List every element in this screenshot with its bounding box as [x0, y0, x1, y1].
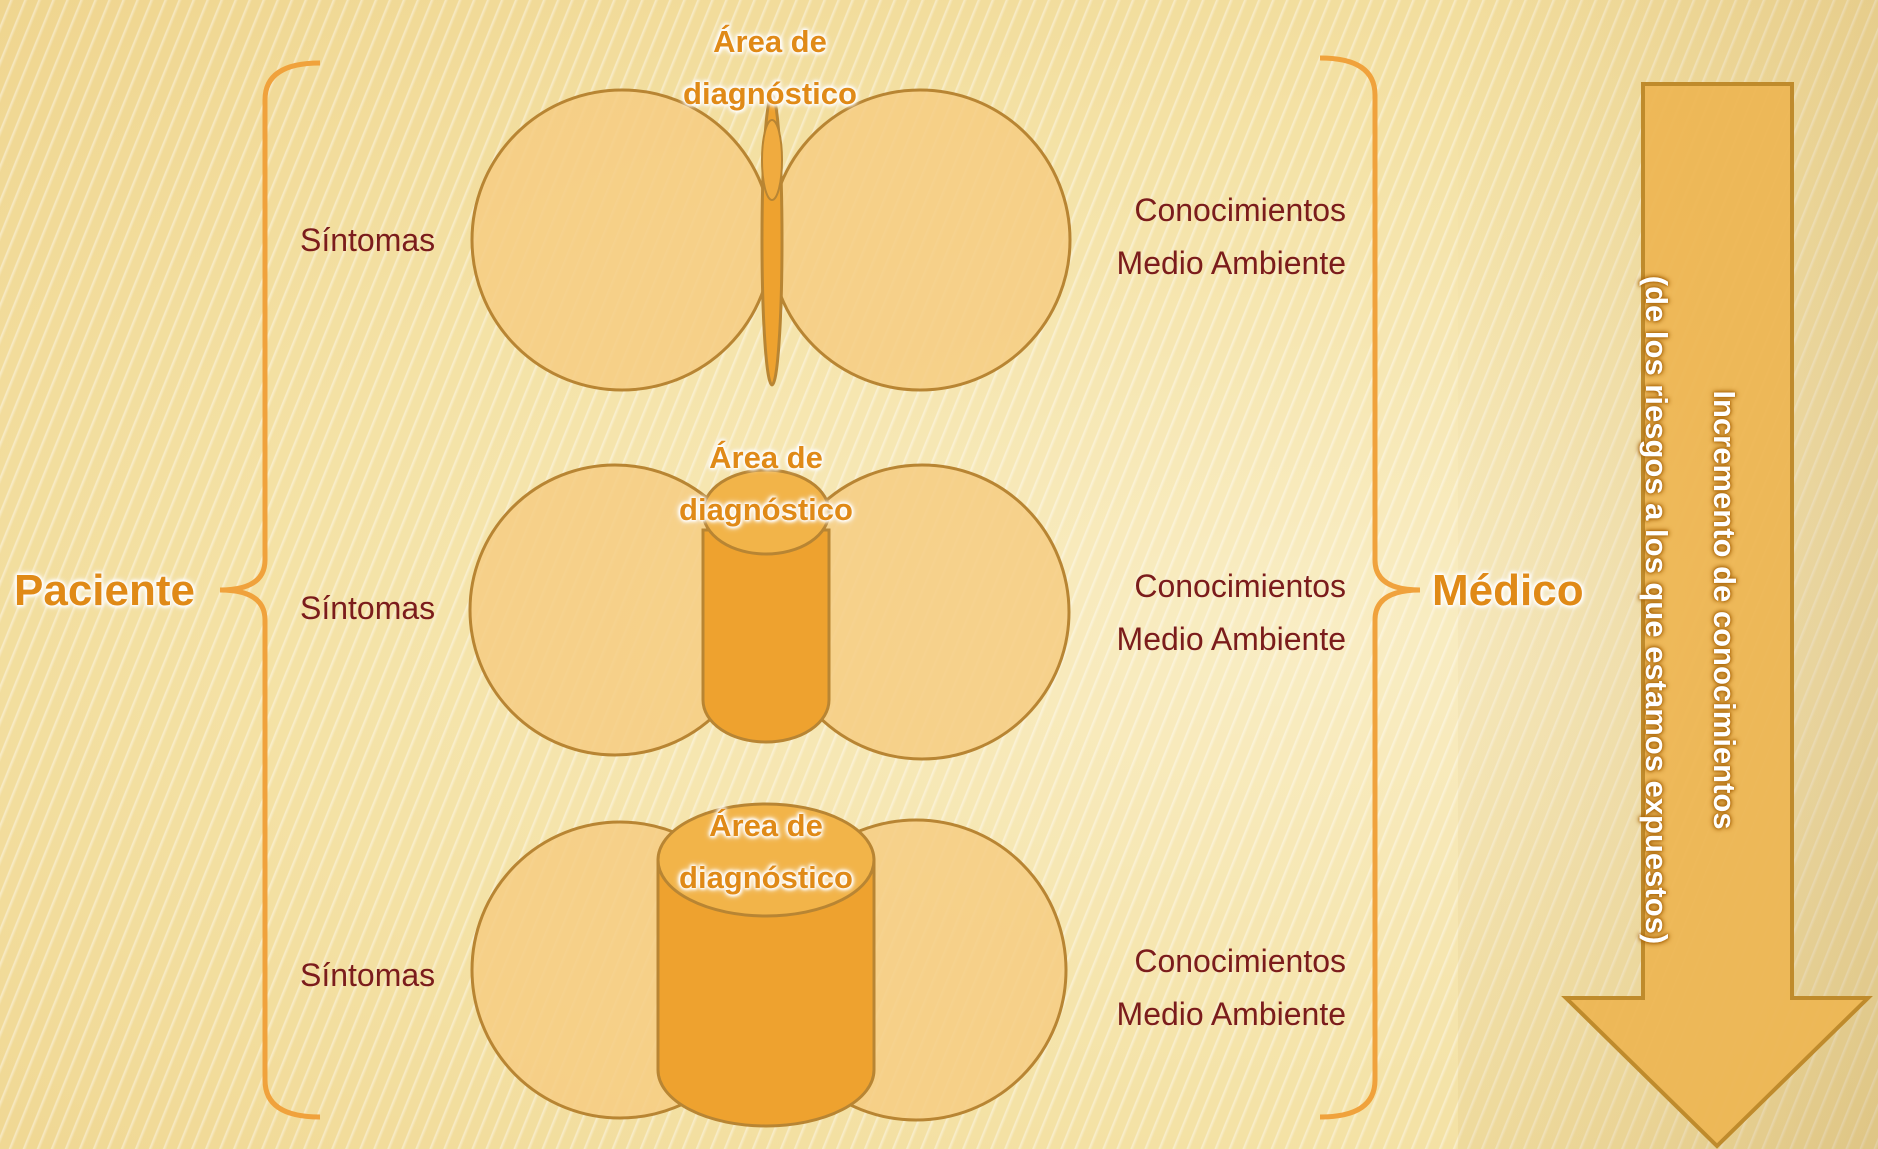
diagnosis-area-label: Área de diagnóstico	[656, 800, 876, 904]
patient-label: Paciente	[14, 566, 195, 616]
diagnosis-area-label: Área de diagnóstico	[656, 432, 876, 536]
diagnosis-area-line2: diagnóstico	[679, 860, 853, 895]
knowledge-label: Conocimientos	[1046, 943, 1346, 980]
symptoms-label: Síntomas	[300, 222, 435, 259]
diagnosis-area-line2: diagnóstico	[683, 76, 857, 111]
arrow-caption-line2: (de los riesgos a los que estamos expues…	[1622, 220, 1690, 1000]
diagram-row-1	[472, 90, 1070, 390]
symptoms-label: Síntomas	[300, 957, 435, 994]
diagnosis-area-line1: Área de	[709, 808, 823, 843]
diagnosis-lens-top	[762, 120, 782, 200]
arrow-caption-line1: Incremento de conocimientos	[1690, 220, 1758, 1000]
symptoms-circle	[472, 90, 772, 390]
diagnosis-area-line1: Área de	[709, 440, 823, 475]
arrow-caption: Incremento de conocimientos (de los ries…	[1622, 220, 1758, 1000]
diagnosis-area-line1: Área de	[713, 24, 827, 59]
diagnosis-area-line2: diagnóstico	[679, 492, 853, 527]
knowledge-label: Conocimientos	[1046, 568, 1346, 605]
symptoms-label: Síntomas	[300, 590, 435, 627]
diagnosis-cylinder-body	[703, 530, 829, 742]
environment-label: Medio Ambiente	[1046, 996, 1346, 1033]
knowledge-label: Conocimientos	[1046, 192, 1346, 229]
knowledge-circle	[770, 90, 1070, 390]
environment-label: Medio Ambiente	[1046, 621, 1346, 658]
diagnosis-area-label: Área de diagnóstico	[660, 16, 880, 120]
doctor-label: Médico	[1432, 566, 1584, 616]
environment-label: Medio Ambiente	[1046, 245, 1346, 282]
